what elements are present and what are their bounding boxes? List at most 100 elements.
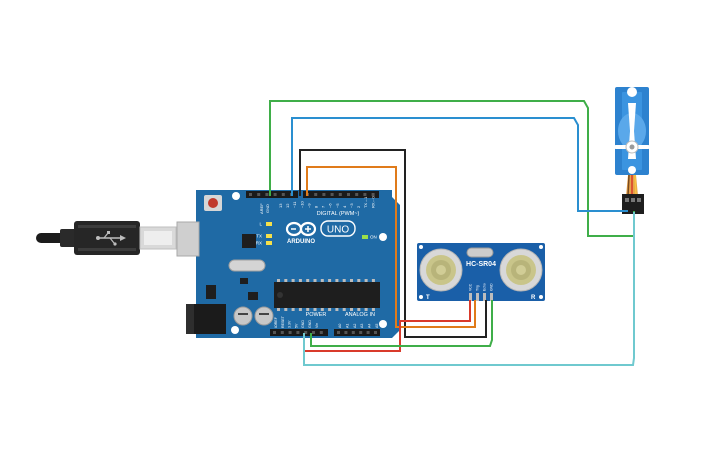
arduino-brand-text: ARDUINO <box>287 239 315 245</box>
chip-pin <box>350 279 353 282</box>
power-pin-hole[interactable] <box>280 331 284 334</box>
digital-pin-hole[interactable] <box>338 193 342 196</box>
digital-pin-label: 2 <box>356 205 361 208</box>
chip-pin <box>277 308 280 311</box>
usb-cable[interactable] <box>36 221 177 255</box>
sensor-pin[interactable] <box>483 293 486 301</box>
chip-pin <box>313 279 317 282</box>
digital-pin-hole[interactable] <box>330 193 334 196</box>
rx-led-label: RX <box>256 241 262 246</box>
reset-button-cap[interactable] <box>208 198 218 208</box>
analog-pin-label: A1 <box>345 324 349 328</box>
chip-pin <box>320 279 324 282</box>
uno-logo-frame <box>320 220 356 237</box>
power-pin-label: GND <box>301 320 305 328</box>
chip-pin <box>306 308 310 311</box>
wire-green-sensor[interactable] <box>310 300 493 347</box>
sensor-pin[interactable] <box>469 293 472 301</box>
analog-pin-hole[interactable] <box>351 331 355 334</box>
digital-pin-hole[interactable] <box>355 193 359 196</box>
power-pin-label: 3.3V <box>288 320 292 328</box>
power-header-label: POWER <box>306 312 327 318</box>
digital-pin-hole[interactable] <box>249 193 252 196</box>
analog-pin-hole[interactable] <box>344 331 348 334</box>
chip-pin <box>350 308 353 311</box>
power-pin-label: 5V <box>294 323 298 328</box>
digital-pin-label: TX→1 <box>363 196 368 208</box>
analog-pin-hole[interactable] <box>337 331 340 334</box>
digital-pin-hole[interactable] <box>314 193 318 196</box>
uno-logo-text: UNO <box>327 225 349 236</box>
power-pin-hole[interactable] <box>273 331 276 334</box>
wire-orange[interactable] <box>306 166 476 328</box>
digital-pin-hole[interactable] <box>265 193 269 196</box>
sensor-pin-label: VCC <box>469 283 473 291</box>
wire-cyan[interactable] <box>303 212 635 366</box>
digital-pin-hole[interactable] <box>273 193 277 196</box>
on-led-label: ON <box>370 235 377 240</box>
mounting-hole <box>379 320 387 328</box>
power-pin-hole[interactable] <box>319 331 323 334</box>
receiver-label: R <box>531 295 536 301</box>
digital-pin-hole[interactable] <box>322 193 326 196</box>
mounting-hole <box>379 233 387 241</box>
sensor-pin-label: GND <box>490 283 494 291</box>
usb-cable-b-icon <box>96 231 126 246</box>
wires <box>269 100 635 366</box>
analog-pin-hole[interactable] <box>359 331 363 334</box>
sensor-pin[interactable] <box>476 293 479 301</box>
micro-servo[interactable] <box>614 87 650 214</box>
chip-pin <box>364 279 368 282</box>
transmitter-transducer <box>419 248 463 292</box>
wire-black[interactable] <box>299 149 487 338</box>
sensor-model-label: HC-SR04 <box>466 261 496 268</box>
chip-pin <box>371 279 375 282</box>
digital-pin-label: ~6 <box>328 203 333 208</box>
sensor-pin-label: Echo <box>483 283 487 291</box>
chip-pin <box>342 308 346 311</box>
chip-pin <box>291 308 295 311</box>
digital-pin-hole[interactable] <box>371 193 375 196</box>
arduino-infinity-logo <box>285 221 317 237</box>
gnd-pin-label: GND <box>265 204 270 213</box>
digital-pin-label: 8 <box>314 205 319 208</box>
digital-pin-hole[interactable] <box>281 193 285 196</box>
power-pin-hole[interactable] <box>296 331 300 334</box>
digital-pin-hole[interactable] <box>363 193 367 196</box>
digital-header-left <box>246 191 298 198</box>
power-pin-label: GND <box>308 320 312 328</box>
atmega-chip <box>274 282 380 308</box>
usb-b-socket <box>176 221 200 257</box>
chip-pin <box>284 308 288 311</box>
wire-blue-servo[interactable] <box>291 117 628 212</box>
l-led-label: L <box>259 222 262 227</box>
chip-pin <box>357 279 361 282</box>
analog-pin-label: A5 <box>375 324 379 328</box>
sensor-pin[interactable] <box>490 293 493 301</box>
analog-pin-hole[interactable] <box>366 331 370 334</box>
l-led <box>266 222 272 226</box>
digital-pin-label: 4 <box>342 205 347 208</box>
power-pin-hole[interactable] <box>312 331 315 334</box>
digital-pin-label: 7 <box>321 205 326 208</box>
receiver-transducer <box>499 248 543 292</box>
usb-cable-end <box>36 233 66 243</box>
power-pin-hole[interactable] <box>288 331 292 334</box>
sensor-pin-label: Trig <box>476 285 480 291</box>
capacitor <box>254 306 274 326</box>
digital-pin-label: ~11 <box>292 201 297 208</box>
analog-pin-label: A4 <box>368 324 372 328</box>
analog-pin-hole[interactable] <box>374 331 377 334</box>
chip-pin <box>328 308 332 311</box>
chip-pin <box>364 308 368 311</box>
chip-pin <box>371 308 375 311</box>
digital-pin-hole[interactable] <box>347 193 350 196</box>
on-led <box>362 235 368 239</box>
chip-pin <box>298 279 302 282</box>
digital-pin-label: ~10 <box>299 200 304 208</box>
digital-pin-hole[interactable] <box>257 193 261 196</box>
power-pin-hole[interactable] <box>304 331 308 334</box>
